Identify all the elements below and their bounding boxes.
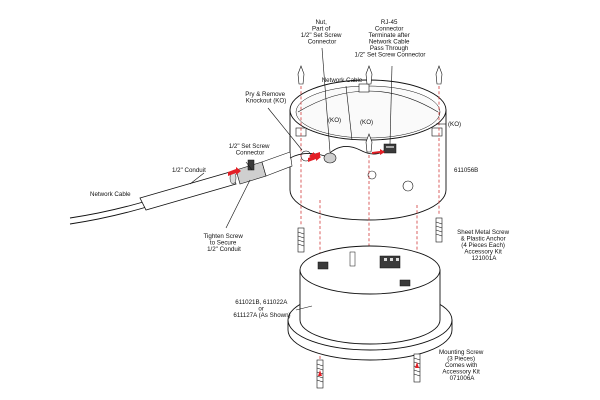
jack-icon: [317, 261, 329, 270]
speaker-assembly: [287, 245, 453, 361]
sheet-metal-screws: [297, 217, 443, 253]
label-sheet-metal-screw: Sheet Metal Screw & Plastic Anchor (4 Pi…: [457, 229, 511, 262]
label-conduit: 1/2" Conduit: [172, 167, 206, 174]
label-set-screw-connector: 1/2" Set Screw Connector: [229, 143, 271, 157]
set-screw-connector: [235, 151, 293, 185]
direction-arrows: [228, 149, 419, 376]
label-rj45: RJ-45 Connector Terminate after Network …: [355, 19, 426, 59]
conduit-assembly: [69, 151, 326, 225]
label-network-cable-top: Network Cable: [322, 77, 363, 84]
label-network-cable-left: Network Cable: [90, 191, 131, 198]
conduit: [139, 171, 237, 211]
label-ko-center: (KO): [360, 119, 373, 126]
label-part-611056b: 611056B: [454, 167, 478, 174]
label-pry-remove: Pry & Remove Knockout (KO): [245, 91, 287, 105]
label-mounting-screw: Mounting Screw (3 Pieces) Comes with Acc…: [439, 349, 485, 382]
network-cable-inside: [324, 145, 386, 159]
knockout-front: [367, 170, 377, 180]
label-ko-right: (KO): [448, 121, 461, 128]
terminal-block-icon: [379, 255, 401, 269]
label-tighten-screw: Tighten Screw to Secure 1/2" Conduit: [203, 233, 244, 253]
label-ko-left: (KO): [328, 117, 341, 124]
nut-icon: [323, 152, 337, 164]
label-part-611021b: 611021B, 611022A or 611127A (As Shown): [233, 299, 290, 319]
top-anchors: [297, 65, 443, 153]
rj45-connector-icon: [383, 143, 397, 154]
knockout-front-right: [402, 180, 414, 192]
leader-lines: [189, 47, 446, 311]
label-nut: Nut, Part of 1/2" Set Screw Connector: [301, 19, 343, 46]
